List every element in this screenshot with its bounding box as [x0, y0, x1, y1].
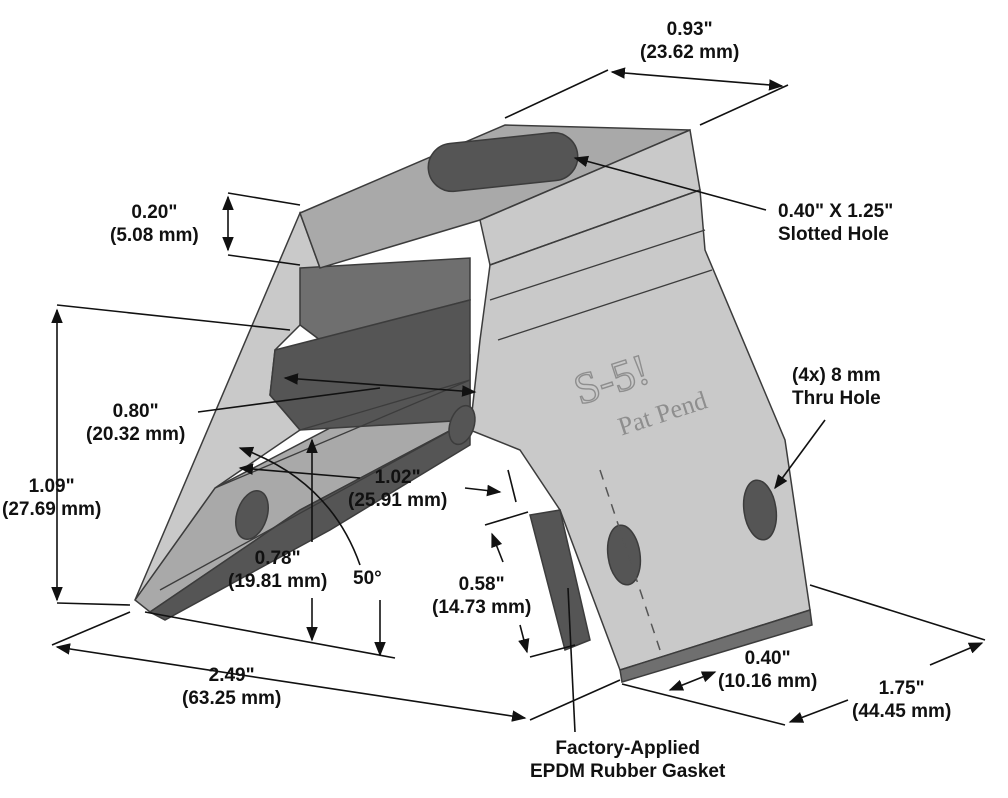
thru-hole-1 — [235, 490, 269, 540]
dimension-lines — [51, 67, 986, 733]
dim-label-top-width: 0.93"(23.62 mm) — [640, 19, 740, 63]
dim-label-angle: 50° — [353, 568, 382, 589]
dim-label-opening-width: 1.02"(25.91 mm) — [348, 467, 448, 511]
dim-label-gasket-height: 0.58"(14.73 mm) — [432, 574, 532, 618]
dim-label-inner-width: 0.80"(20.32 mm) — [86, 401, 186, 445]
dim-label-lip-height: 0.20"(5.08 mm) — [110, 202, 199, 246]
bracket-body — [133, 124, 813, 683]
dim-label-overall-width: 2.49"(63.25 mm) — [182, 665, 282, 709]
left-foot-plate-bottom — [148, 418, 471, 621]
right-foot-edge — [619, 609, 813, 683]
inner-channel-lower — [269, 299, 471, 431]
gasket-strip — [529, 509, 591, 652]
dim-label-depth: 1.75"(44.45 mm) — [852, 678, 952, 722]
dim-label-inner-height: 0.78"(19.81 mm) — [228, 548, 328, 592]
thru-hole-2 — [448, 404, 476, 446]
thru-hole-4 — [742, 479, 778, 541]
slotted-hole — [427, 131, 579, 193]
dim-label-foot-width: 0.40"(10.16 mm) — [718, 648, 818, 692]
dim-label-overall-height: 1.09"(27.69 mm) — [2, 476, 102, 520]
dim-label-slotted-hole: 0.40" X 1.25"Slotted Hole — [778, 201, 894, 245]
thru-hole-3 — [606, 524, 642, 586]
